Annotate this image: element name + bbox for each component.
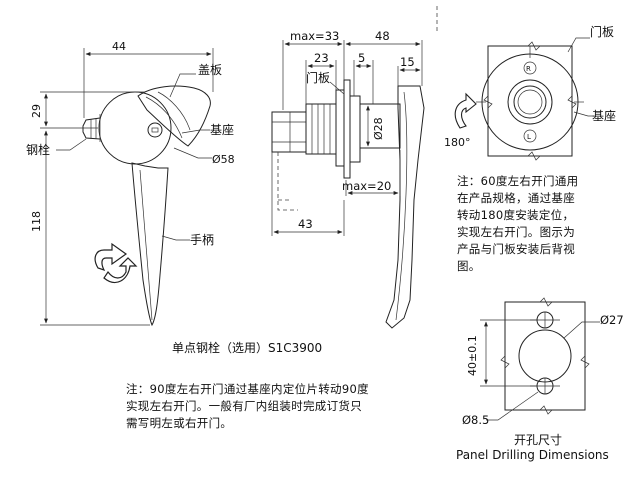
dim-angle180: 180° (444, 136, 471, 149)
note-right-line: 实现左右开门。图示为 (457, 225, 575, 239)
mark-r: R (526, 65, 531, 73)
mark-l: L (527, 133, 531, 141)
door-panel-section (343, 79, 351, 179)
dim-dia85: Ø8.5 (462, 413, 489, 427)
label-door-panel-right: 门板 (590, 24, 614, 39)
label-base: 基座 (210, 122, 234, 137)
note-bottom-line: 需写明左或右开门。 (126, 416, 233, 430)
handle-profile (385, 85, 425, 329)
front-view (40, 48, 214, 327)
base-circle (98, 91, 172, 165)
cover-plate-shape (137, 85, 211, 147)
dim-max20: max=20 (342, 179, 391, 193)
dim-43: 43 (298, 217, 313, 231)
note-right-line: 产品与门板安装后背视 (457, 242, 575, 256)
dim-15: 15 (400, 55, 415, 69)
dim-29: 29 (30, 104, 43, 118)
dim-max33: max=33 (290, 29, 339, 43)
back-view (454, 37, 594, 161)
note-right-line: 图。 (457, 259, 481, 273)
note-bottom: 注：90度左右开门通过基座内定位片转动90度 实现左右开门。一般有厂内组装时完成… (126, 381, 436, 432)
note-bottom-line: 注：90度左右开门通过基座内定位片转动90度 (126, 382, 369, 396)
dim-23: 23 (314, 51, 329, 65)
rotate-180-icon (454, 92, 477, 129)
dim-dia28: Ø28 (372, 117, 385, 140)
dim-5: 5 (358, 51, 365, 65)
bolt-caption: 单点钢栓（选用）S1C3900 (172, 340, 322, 355)
drill-caption-cn: 开孔尺寸 (514, 433, 562, 447)
dim-dia58: Ø58 (212, 153, 235, 166)
side-view (271, 40, 425, 329)
handle-shape (131, 162, 169, 327)
drill-hole-27 (518, 329, 572, 383)
label-steel-bolt: 钢栓 (26, 142, 50, 157)
note-bottom-line: 实现左右开门。一般有厂内组装时完成订货只 (126, 399, 362, 413)
key-cylinder (147, 122, 163, 138)
note-right: 注：60度左右开门通用 在产品规格，通过基座 转动180度安装定位， 实现左右开… (457, 173, 635, 275)
dim-dia27: Ø27 (600, 313, 624, 327)
label-handle: 手柄 (190, 233, 214, 247)
dim-48: 48 (375, 29, 390, 43)
label-cover-plate: 盖板 (198, 63, 222, 77)
panel-drilling (480, 297, 600, 421)
note-right-line: 在产品规格，通过基座 (457, 191, 575, 205)
dim-44: 44 (112, 40, 126, 53)
note-right-line: 转动180度安装定位， (457, 208, 575, 222)
label-door-panel: 门板 (306, 70, 330, 85)
dim-118: 118 (30, 211, 43, 232)
drill-caption-en: Panel Drilling Dimensions (456, 448, 609, 462)
note-right-line: 注：60度左右开门通用 (457, 174, 579, 188)
dim-40: 40±0.1 (466, 335, 479, 376)
rotate-arrow-icon (94, 242, 138, 283)
label-base-right: 基座 (592, 108, 616, 123)
steel-bolt-shape (82, 117, 101, 140)
